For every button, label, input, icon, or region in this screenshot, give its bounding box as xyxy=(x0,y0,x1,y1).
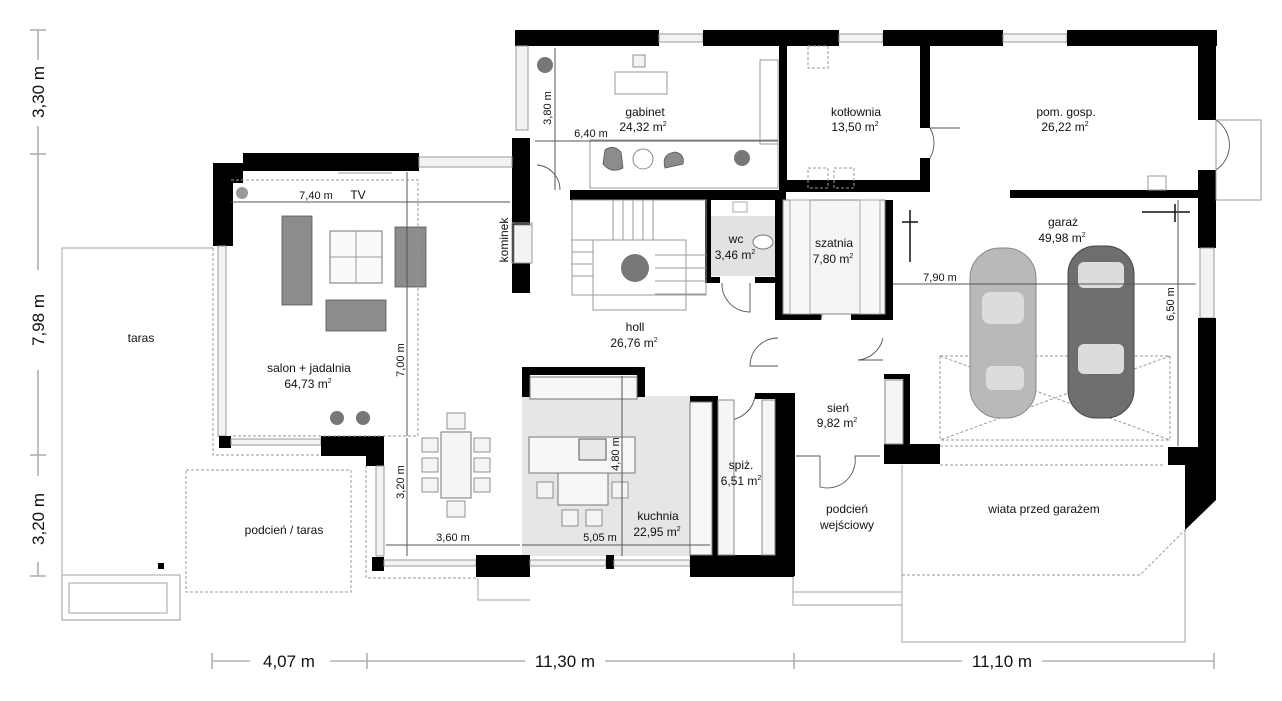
dim-outer-bottom-3: 11,10 m xyxy=(972,652,1032,671)
room-label-spiz: spiż. xyxy=(729,458,754,472)
outer-dimensions xyxy=(30,29,1215,669)
room-area-wc: 3,46 m2 xyxy=(715,248,756,262)
room-area-holl: 26,76 m2 xyxy=(610,336,657,350)
room-area-gabinet: 24,32 m2 xyxy=(619,120,666,134)
walls xyxy=(213,30,1217,577)
fireplace-label: kominek xyxy=(497,217,511,263)
room-area-kuchnia: 22,95 m2 xyxy=(633,525,680,539)
outdoor-label-taras: taras xyxy=(128,331,155,345)
room-label-pom-gosp: pom. gosp. xyxy=(1036,105,1095,119)
room-label-szatnia: szatnia xyxy=(815,236,853,250)
outdoor-label-podcien-taras: podcień / taras xyxy=(245,523,324,537)
outdoor-label-podcien-wejsciowy-1: podcień xyxy=(826,502,868,516)
entrance-porch xyxy=(792,575,902,606)
room-area-sien: 9,82 m2 xyxy=(817,416,858,430)
terrace-area xyxy=(61,247,530,621)
dim-kitchen-width: 5,05 m xyxy=(583,532,617,544)
staircase xyxy=(571,199,707,311)
dim-dining-width: 3,60 m xyxy=(436,532,470,544)
furniture xyxy=(236,45,1167,556)
room-label-kotlownia: kotłownia xyxy=(831,105,881,119)
room-area-szatnia: 7,80 m2 xyxy=(813,252,854,266)
dim-outer-left-1: 3,30 m xyxy=(29,66,48,118)
room-area-pom-gosp: 26,22 m2 xyxy=(1041,120,1088,134)
room-area-spiz: 6,51 m2 xyxy=(721,474,762,488)
room-area-salon: 64,73 m2 xyxy=(284,377,331,391)
dim-garage-height: 6,50 m xyxy=(1165,287,1177,321)
room-label-holl: holl xyxy=(626,320,645,334)
dim-garage-width: 7,90 m xyxy=(923,272,957,284)
dim-gabinet-width: 6,40 m xyxy=(574,128,608,140)
dim-outer-left-2: 7,98 m xyxy=(29,294,48,346)
dim-salon-width: 7,40 m xyxy=(299,190,333,202)
dim-outer-bottom-1: 4,07 m xyxy=(263,652,315,671)
dim-gabinet-height: 3,80 m xyxy=(542,91,554,125)
carport-area xyxy=(901,445,1186,643)
outdoor-label-podcien-wejsciowy-2: wejściowy xyxy=(819,518,874,532)
inner-dimensions xyxy=(231,48,1196,556)
dim-salon-height: 7,00 m xyxy=(395,343,407,377)
dim-outer-left-3: 3,20 m xyxy=(29,493,48,545)
room-label-salon: salon + jadalnia xyxy=(267,361,351,375)
room-label-gabinet: gabinet xyxy=(625,105,665,119)
garage-vehicles xyxy=(902,204,1190,441)
dim-kitchen-height: 4,80 m xyxy=(610,437,622,471)
dim-outer-bottom-2: 11,30 m xyxy=(535,652,595,671)
room-area-kotlownia: 13,50 m2 xyxy=(831,120,878,134)
room-label-garaz: garaż xyxy=(1048,215,1078,229)
kitchen-floor xyxy=(522,396,712,556)
outdoor-label-wiata: wiata przed garażem xyxy=(987,502,1099,516)
room-label-kuchnia: kuchnia xyxy=(637,509,679,523)
room-area-garaz: 49,98 m2 xyxy=(1038,231,1085,245)
room-label-wc: wc xyxy=(728,232,744,246)
room-label-sien: sień xyxy=(827,401,849,415)
tv-label: TV xyxy=(350,188,365,202)
dim-dining-height: 3,20 m xyxy=(395,465,407,499)
